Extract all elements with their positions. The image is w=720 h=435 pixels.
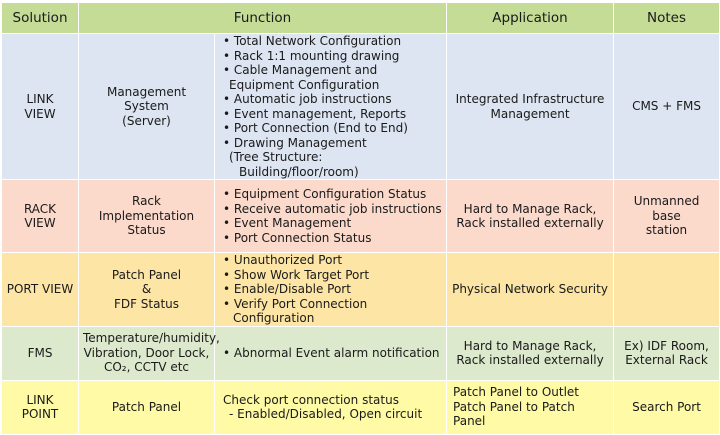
- application-text: Management: [490, 106, 570, 121]
- system-text: CO₂, CCTV etc: [103, 360, 190, 375]
- application-cell: Physical Network Security: [446, 252, 615, 327]
- system-text: FDF Status: [113, 296, 180, 311]
- table-row: LINK VIEW Management System (Server) Tot…: [1, 33, 720, 180]
- system-cell: Management System (Server): [78, 33, 215, 180]
- notes-cell: CMS + FMS: [613, 33, 720, 180]
- solution-label: RACK: [23, 201, 57, 216]
- application-text: Rack installed externally: [456, 353, 604, 367]
- function-item: Equipment Configuration Status: [223, 187, 442, 202]
- application-cell: Hard to Manage Rack, Rack installed exte…: [446, 325, 615, 381]
- notes-text: CMS + FMS: [632, 99, 701, 114]
- solution-cell: PORT VIEW: [1, 252, 79, 327]
- table-row: FMS Temperature/humidity, Vibration, Doo…: [1, 325, 720, 381]
- function-cell: Total Network Configuration Rack 1:1 mou…: [213, 33, 448, 180]
- function-item: Event management, Reports: [223, 107, 442, 122]
- application-cell: Patch Panel to Outlet Patch Panel to Pat…: [446, 379, 615, 435]
- function-list: Abnormal Event alarm notification: [219, 346, 442, 361]
- application-cell: Hard to Manage Rack, Rack installed exte…: [446, 179, 615, 253]
- solution-label: VIEW: [24, 106, 56, 121]
- solution-label: LINK: [26, 392, 54, 407]
- solution-label: PORT VIEW: [6, 282, 74, 296]
- header-solution: Solution: [1, 2, 79, 34]
- function-cell: Check port connection status - Enabled/D…: [213, 379, 448, 435]
- system-cell: Rack Implementation Status: [78, 179, 215, 253]
- notes-text: Unmanned base: [633, 194, 700, 223]
- application-text: Physical Network Security: [452, 282, 608, 296]
- function-item: Receive automatic job instructions: [223, 202, 442, 217]
- notes-text: External Rack: [625, 353, 708, 367]
- application-cell: Integrated Infrastructure Management: [446, 33, 615, 180]
- function-subtext: Equipment Configuration: [229, 77, 380, 92]
- function-item: Abnormal Event alarm notification: [223, 346, 442, 361]
- solution-label: LINK: [26, 92, 54, 106]
- system-text: &: [141, 282, 152, 296]
- solution-cell: LINK POINT: [1, 379, 79, 435]
- function-item: Total Network Configuration: [223, 34, 442, 49]
- system-cell: Patch Panel: [78, 379, 215, 435]
- solution-label: POINT: [21, 407, 59, 421]
- system-text: Management System: [106, 84, 187, 114]
- function-list: Equipment Configuration Status Receive a…: [219, 187, 442, 245]
- table-row: PORT VIEW Patch Panel & FDF Status Unaut…: [1, 252, 720, 327]
- function-item: Automatic job instructions: [223, 92, 442, 107]
- application-text: Integrated Infrastructure: [455, 92, 605, 106]
- notes-cell: Search Port: [613, 379, 720, 435]
- system-text: Vibration, Door Lock,: [83, 345, 210, 360]
- function-item: Rack 1:1 mounting drawing: [223, 49, 442, 64]
- solution-cell: LINK VIEW: [1, 33, 79, 180]
- system-cell: Temperature/humidity, Vibration, Door Lo…: [78, 325, 220, 381]
- application-text: Hard to Manage Rack,: [463, 338, 597, 353]
- function-item: Port Connection Status: [223, 231, 442, 246]
- header-row: Solution Function Application Notes: [1, 2, 720, 34]
- function-cell: Unauthorized Port Show Work Target Port …: [213, 252, 448, 327]
- system-cell: Patch Panel & FDF Status: [78, 252, 215, 327]
- table-row: RACK VIEW Rack Implementation Status Equ…: [1, 179, 720, 253]
- function-item: Show Work Target Port: [223, 268, 442, 283]
- function-item: Port Connection (End to End): [223, 121, 442, 136]
- function-cell: Equipment Configuration Status Receive a…: [213, 179, 448, 253]
- function-subtext: (Tree Structure: Building/floor/room): [229, 150, 359, 179]
- solution-label: VIEW: [24, 216, 56, 230]
- notes-cell: Unmanned base station: [613, 179, 720, 253]
- solution-cell: FMS: [1, 325, 79, 381]
- notes-text: Search Port: [632, 399, 701, 414]
- notes-cell: [613, 252, 720, 327]
- solution-label: FMS: [27, 345, 53, 360]
- system-text: Status: [127, 223, 166, 238]
- notes-cell: Ex) IDF Room, External Rack: [613, 325, 720, 381]
- header-notes: Notes: [613, 2, 720, 34]
- application-text: Rack installed externally: [456, 216, 604, 230]
- notes-text: station: [645, 223, 688, 238]
- function-text: Check port connection status: [223, 392, 399, 407]
- function-subtext: - Enabled/Disabled, Open circuit: [229, 407, 423, 421]
- application-text: Patch Panel to Patch Panel: [453, 399, 575, 429]
- function-item: Enable/Disable Port: [223, 282, 442, 297]
- solution-cell: RACK VIEW: [1, 179, 79, 253]
- function-list: Unauthorized Port Show Work Target Port …: [219, 253, 442, 326]
- function-list: Total Network Configuration Rack 1:1 mou…: [219, 34, 442, 179]
- table-row: LINK POINT Patch Panel Check port connec…: [1, 379, 720, 435]
- function-cell: Abnormal Event alarm notification: [213, 325, 448, 381]
- header-function: Function: [77, 2, 448, 34]
- function-item: Unauthorized Port: [223, 253, 442, 268]
- function-item: Drawing Management(Tree Structure: Build…: [223, 136, 442, 180]
- function-item: Event Management: [223, 216, 442, 231]
- system-text: Patch Panel: [111, 399, 182, 414]
- system-text: (Server): [122, 113, 171, 128]
- function-plain: Check port connection status - Enabled/D…: [219, 393, 442, 422]
- system-text: Temperature/humidity,: [83, 331, 220, 346]
- system-text: Rack Implementation: [98, 194, 195, 223]
- header-application: Application: [446, 2, 615, 34]
- notes-text: Ex) IDF Room,: [624, 338, 709, 353]
- function-item: Verify Port Connection Configuration: [223, 297, 442, 326]
- system-text: Patch Panel: [111, 267, 182, 282]
- application-text: Patch Panel to Outlet: [453, 385, 580, 400]
- application-text: Hard to Manage Rack,: [463, 201, 597, 216]
